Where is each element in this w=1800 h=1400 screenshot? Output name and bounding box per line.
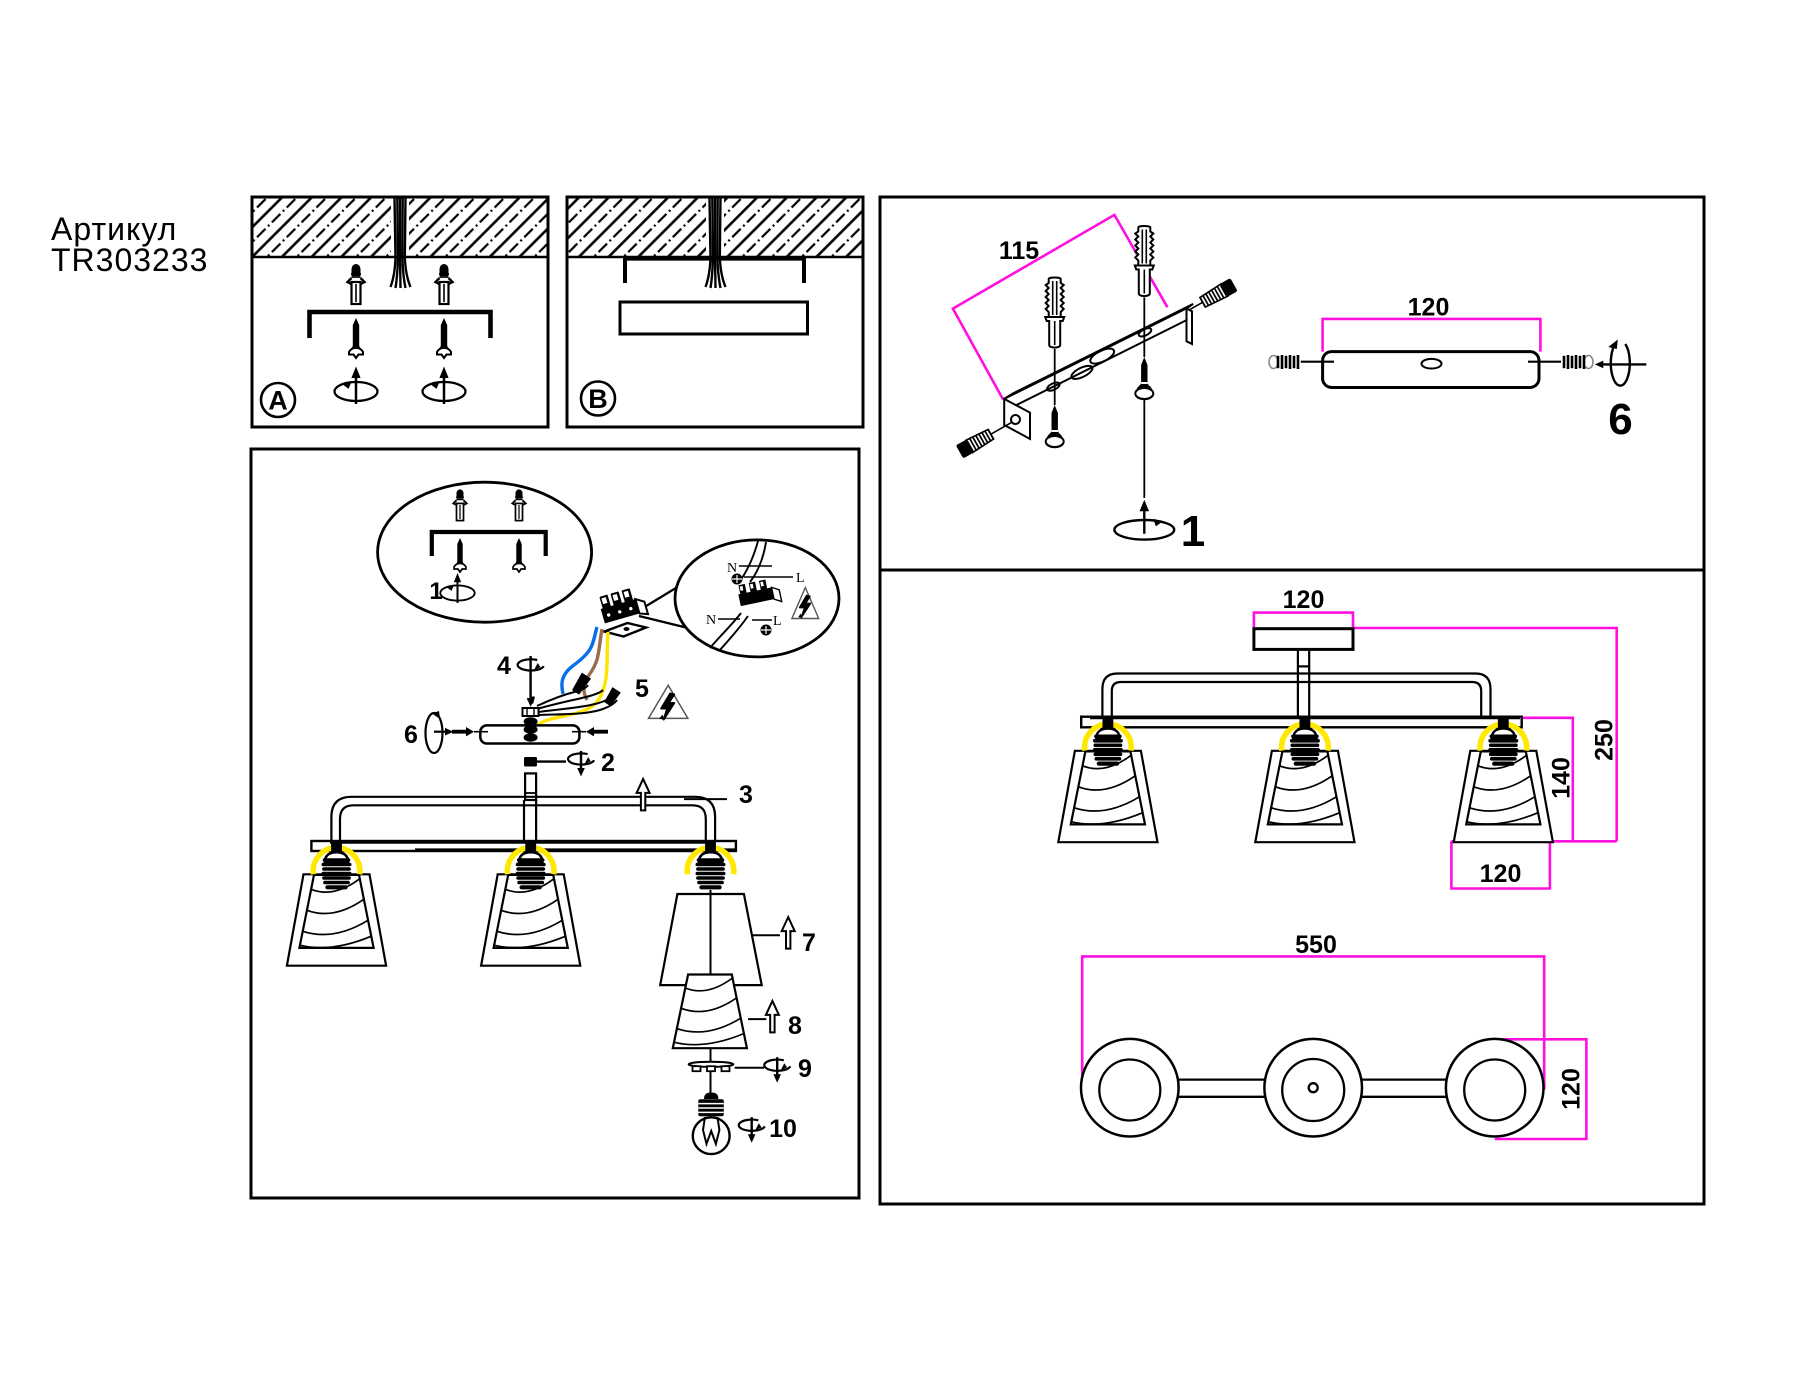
svg-text:9: 9	[798, 1055, 812, 1083]
svg-text:120: 120	[1480, 860, 1522, 888]
svg-text:120: 120	[1283, 586, 1325, 614]
svg-text:10: 10	[769, 1115, 797, 1143]
svg-text:6: 6	[404, 721, 418, 749]
svg-text:120: 120	[1558, 1068, 1586, 1110]
svg-text:L: L	[773, 614, 782, 629]
svg-text:6: 6	[1608, 395, 1632, 444]
svg-text:N: N	[706, 613, 716, 628]
svg-text:TR303233: TR303233	[51, 242, 208, 278]
svg-text:B: B	[588, 384, 608, 414]
svg-text:550: 550	[1295, 931, 1337, 959]
svg-text:140: 140	[1548, 757, 1576, 799]
svg-text:7: 7	[802, 929, 816, 957]
svg-text:1: 1	[1181, 507, 1205, 556]
svg-text:8: 8	[788, 1012, 802, 1040]
svg-text:Артикул: Артикул	[51, 211, 177, 247]
svg-text:250: 250	[1591, 719, 1619, 761]
svg-text:3: 3	[739, 781, 753, 809]
svg-text:120: 120	[1408, 294, 1450, 322]
svg-text:A: A	[268, 386, 288, 416]
svg-text:1: 1	[429, 578, 442, 605]
svg-text:5: 5	[635, 675, 649, 703]
svg-text:4: 4	[497, 652, 511, 680]
svg-text:115: 115	[999, 237, 1039, 265]
svg-text:N: N	[727, 561, 737, 576]
svg-text:2: 2	[601, 749, 615, 777]
svg-text:L: L	[796, 571, 805, 586]
